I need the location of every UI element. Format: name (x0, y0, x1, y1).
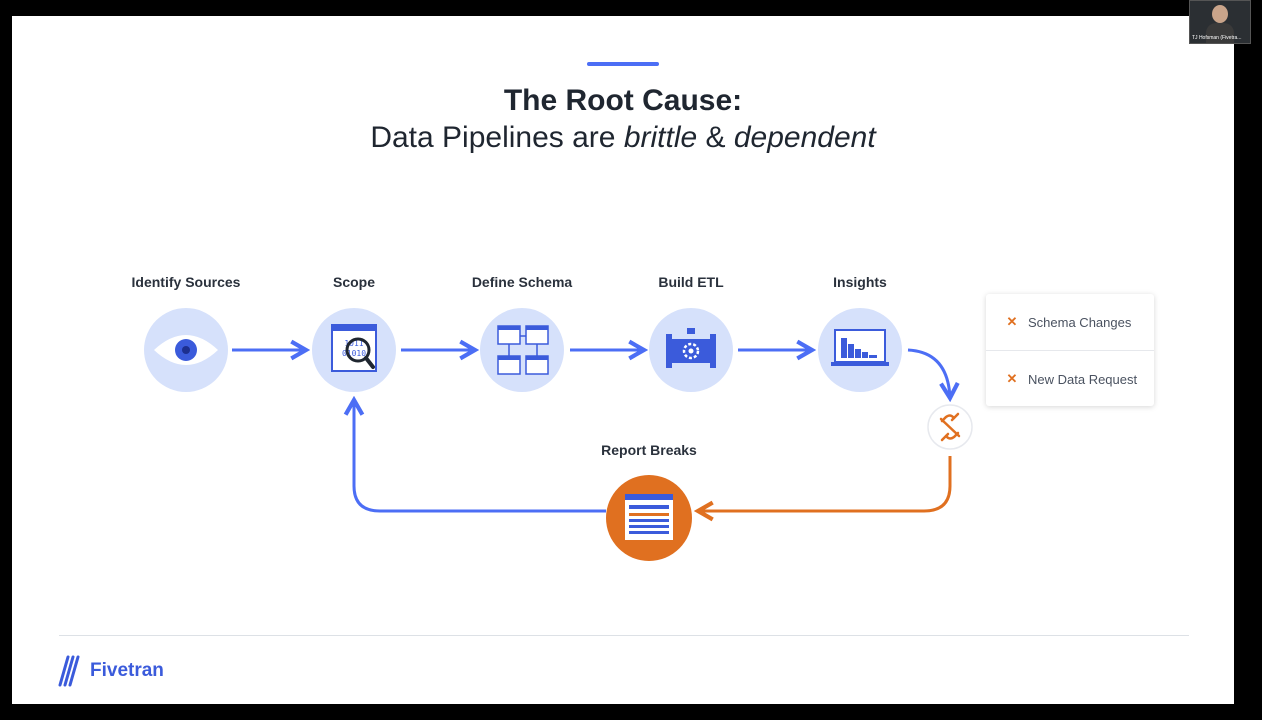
x-icon: ✕ (1006, 314, 1018, 329)
issue-text: New Data Request (1028, 371, 1138, 387)
subtitle-emphasis-dependent: dependent (733, 121, 876, 154)
title-accent-bar (587, 62, 659, 66)
issues-card: ✕ Schema Changes ✕ New Data Request (986, 294, 1154, 406)
laptop-chart-icon (831, 329, 889, 366)
subtitle-emphasis-brittle: brittle (623, 121, 698, 154)
slide-subtitle: Data Pipelines are brittle & dependent (12, 121, 1234, 155)
arrow-break-to-report (698, 456, 952, 511)
brand: Fivetran (58, 654, 164, 688)
node-insights (818, 308, 902, 392)
subtitle-prefix: Data Pipelines are (370, 121, 624, 154)
slide: The Root Cause: Data Pipelines are britt… (12, 16, 1234, 704)
report-icon (625, 494, 673, 540)
node-define-schema (480, 308, 564, 392)
step-label-scope: Scope (332, 274, 375, 290)
webcam-thumbnail[interactable]: TJ Hofsman (Fivetra... (1189, 0, 1251, 44)
fivetran-logo-icon (58, 655, 80, 687)
arrow-report-to-scope (354, 400, 606, 513)
brand-name: Fivetran (90, 660, 164, 681)
slide-title: The Root Cause: (503, 84, 743, 117)
issue-text: Schema Changes (1028, 314, 1132, 330)
node-report-breaks (606, 475, 692, 561)
node-build-etl (649, 308, 733, 392)
magnifier-binary-icon: 1011 01010 (331, 324, 377, 372)
step-label-insights: Insights (833, 274, 887, 290)
subtitle-ampersand: & (697, 121, 734, 154)
participant-face (1212, 5, 1228, 23)
step-label-identify-sources: Identify Sources (131, 274, 241, 290)
svg-text:01010: 01010 (342, 349, 366, 358)
issue-row-schema-changes: ✕ Schema Changes (986, 294, 1154, 350)
broken-link-icon (939, 412, 961, 442)
x-icon: ✕ (1006, 371, 1018, 386)
step-label-define-schema: Define Schema (471, 274, 573, 290)
svg-text:1011: 1011 (344, 339, 363, 348)
participant-name: TJ Hofsman (Fivetra... (1192, 35, 1242, 41)
step-label-report-breaks: Report Breaks (601, 442, 697, 458)
footer-divider (59, 635, 1189, 636)
pipeline-gear-icon (666, 328, 716, 368)
issue-row-new-data-request: ✕ New Data Request (986, 350, 1154, 407)
broken-link-node (927, 404, 973, 450)
step-label-build-etl: Build ETL (658, 274, 724, 290)
node-scope: 1011 01010 (312, 308, 396, 392)
schema-tables-icon (497, 325, 549, 375)
eye-icon (154, 335, 218, 365)
participant-body (1206, 23, 1234, 43)
pipeline-diagram: 1011 01010 (144, 308, 973, 561)
arrow-insights-to-break (907, 348, 950, 398)
node-identify-sources (144, 308, 228, 392)
